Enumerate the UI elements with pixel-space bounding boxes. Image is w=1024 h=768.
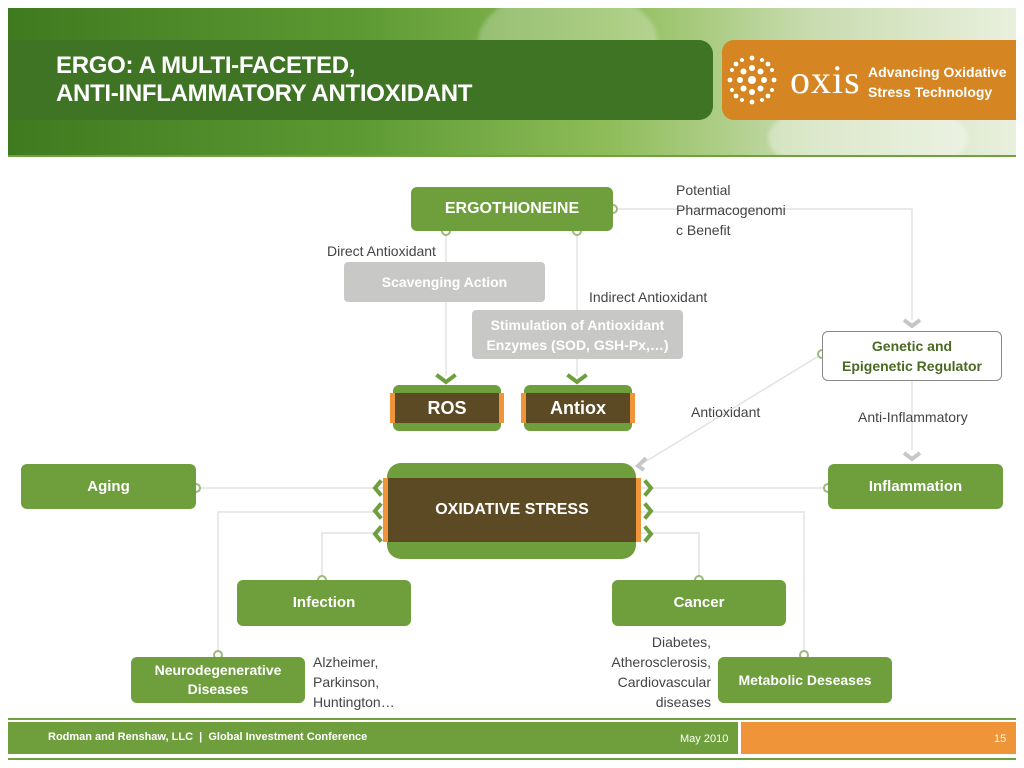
- connector-cancer-oxidative: [640, 532, 700, 580]
- aging-box: Aging: [21, 464, 196, 509]
- connector-genetic-oxidative: [639, 353, 823, 466]
- neuro-line-2: Diseases: [187, 681, 249, 697]
- ros-box: ROS: [390, 393, 504, 423]
- connector-metabolic-oxidative: [640, 511, 805, 655]
- infection-box: Infection: [237, 580, 411, 626]
- connector-ergo-genetic: [613, 208, 913, 320]
- genetic-line-2: Epigenetic Regulator: [841, 358, 983, 374]
- footer-company: Rodman and Renshaw, LLC | Global Investm…: [48, 731, 368, 743]
- title-line-2: ANTI-INFLAMMATORY ANTIOXIDANT: [56, 80, 473, 107]
- scavenging-action-box: Scavenging Action: [344, 262, 545, 302]
- footer-accent-bar: [741, 722, 1016, 754]
- connector-neuro-oxidative: [217, 511, 385, 655]
- chevron-right-icon: [372, 479, 383, 497]
- genetic-regulator-box: Genetic and Epigenetic Regulator: [822, 331, 1002, 381]
- diab-line-1: Diabetes,: [651, 634, 711, 650]
- direct-antioxidant-label: Direct Antioxidant: [327, 243, 436, 259]
- footer-divider: [8, 718, 1016, 720]
- chevron-down-icon: [566, 373, 588, 385]
- neuro-line-1: Neurodegenerative: [154, 662, 282, 678]
- metabolic-examples-label: Diabetes, Atherosclerosis, Cardiovascula…: [590, 632, 711, 712]
- footer-date: May 2010: [680, 733, 729, 745]
- neurodegenerative-box: Neurodegenerative Diseases: [131, 657, 305, 703]
- potential-line-1: Potential: [676, 182, 731, 198]
- alz-line-2: Parkinson,: [313, 674, 380, 690]
- stimulation-line-1: Stimulation of Antioxidant: [490, 316, 665, 333]
- neuro-examples-label: Alzheimer, Parkinson, Huntington…: [313, 652, 395, 712]
- diab-line-4: diseases: [655, 694, 711, 710]
- header-divider: [8, 155, 1016, 157]
- antioxidant-label: Antioxidant: [691, 404, 761, 420]
- chevron-down-icon: [902, 451, 922, 462]
- metabolic-diseases-box: Metabolic Deseases: [718, 657, 892, 703]
- chevron-left-icon: [643, 525, 654, 543]
- footer-bottom-rule: [8, 758, 1016, 760]
- alz-line-3: Huntington…: [313, 694, 395, 710]
- ergothioneine-box: ERGOTHIONEINE: [411, 187, 613, 231]
- oxis-logo-icon: [727, 55, 777, 105]
- chevron-left-icon: [643, 479, 654, 497]
- arrowhead-icon: [634, 456, 648, 472]
- antiox-box: Antiox: [521, 393, 635, 423]
- tagline-line-2: Stress Technology: [868, 84, 993, 100]
- potential-benefit-label: Potential Pharmacogenomi c Benefit: [676, 180, 786, 240]
- logo-tagline: Advancing Oxidative Stress Technology: [868, 62, 1006, 102]
- inflammation-box: Inflammation: [828, 464, 1003, 509]
- stimulation-box: Stimulation of Antioxidant Enzymes (SOD,…: [472, 310, 683, 359]
- page-number: 15: [994, 733, 1007, 745]
- potential-line-2: Pharmacogenomi: [676, 202, 786, 218]
- potential-line-3: c Benefit: [676, 222, 731, 238]
- logo-wordmark: oxis: [790, 57, 861, 102]
- title-line-1: ERGO: A MULTI-FACETED,: [56, 52, 356, 79]
- page-title: ERGO: A MULTI-FACETED, ANTI-INFLAMMATORY…: [56, 52, 696, 108]
- genetic-line-1: Genetic and: [871, 338, 953, 354]
- stimulation-line-2: Enzymes (SOD, GSH-Px,…): [486, 336, 669, 353]
- chevron-right-icon: [372, 502, 383, 520]
- cancer-box: Cancer: [612, 580, 786, 626]
- connector-infection-oxidative: [321, 532, 385, 580]
- tagline-line-1: Advancing Oxidative: [868, 64, 1007, 80]
- title-bar: [8, 40, 713, 120]
- indirect-antioxidant-label: Indirect Antioxidant: [589, 289, 708, 305]
- logo-panel: [722, 40, 1016, 120]
- diab-line-2: Atherosclerosis,: [611, 654, 711, 670]
- chevron-right-icon: [372, 525, 383, 543]
- chevron-down-icon: [435, 373, 457, 385]
- oxidative-stress-box: OXIDATIVE STRESS: [383, 478, 641, 542]
- diab-line-3: Cardiovascular: [617, 674, 711, 690]
- chevron-left-icon: [643, 502, 654, 520]
- chevron-down-icon: [902, 318, 922, 329]
- anti-inflammatory-label: Anti-Inflammatory: [858, 409, 968, 425]
- alz-line-1: Alzheimer,: [313, 654, 379, 670]
- footer-bar: [8, 722, 738, 754]
